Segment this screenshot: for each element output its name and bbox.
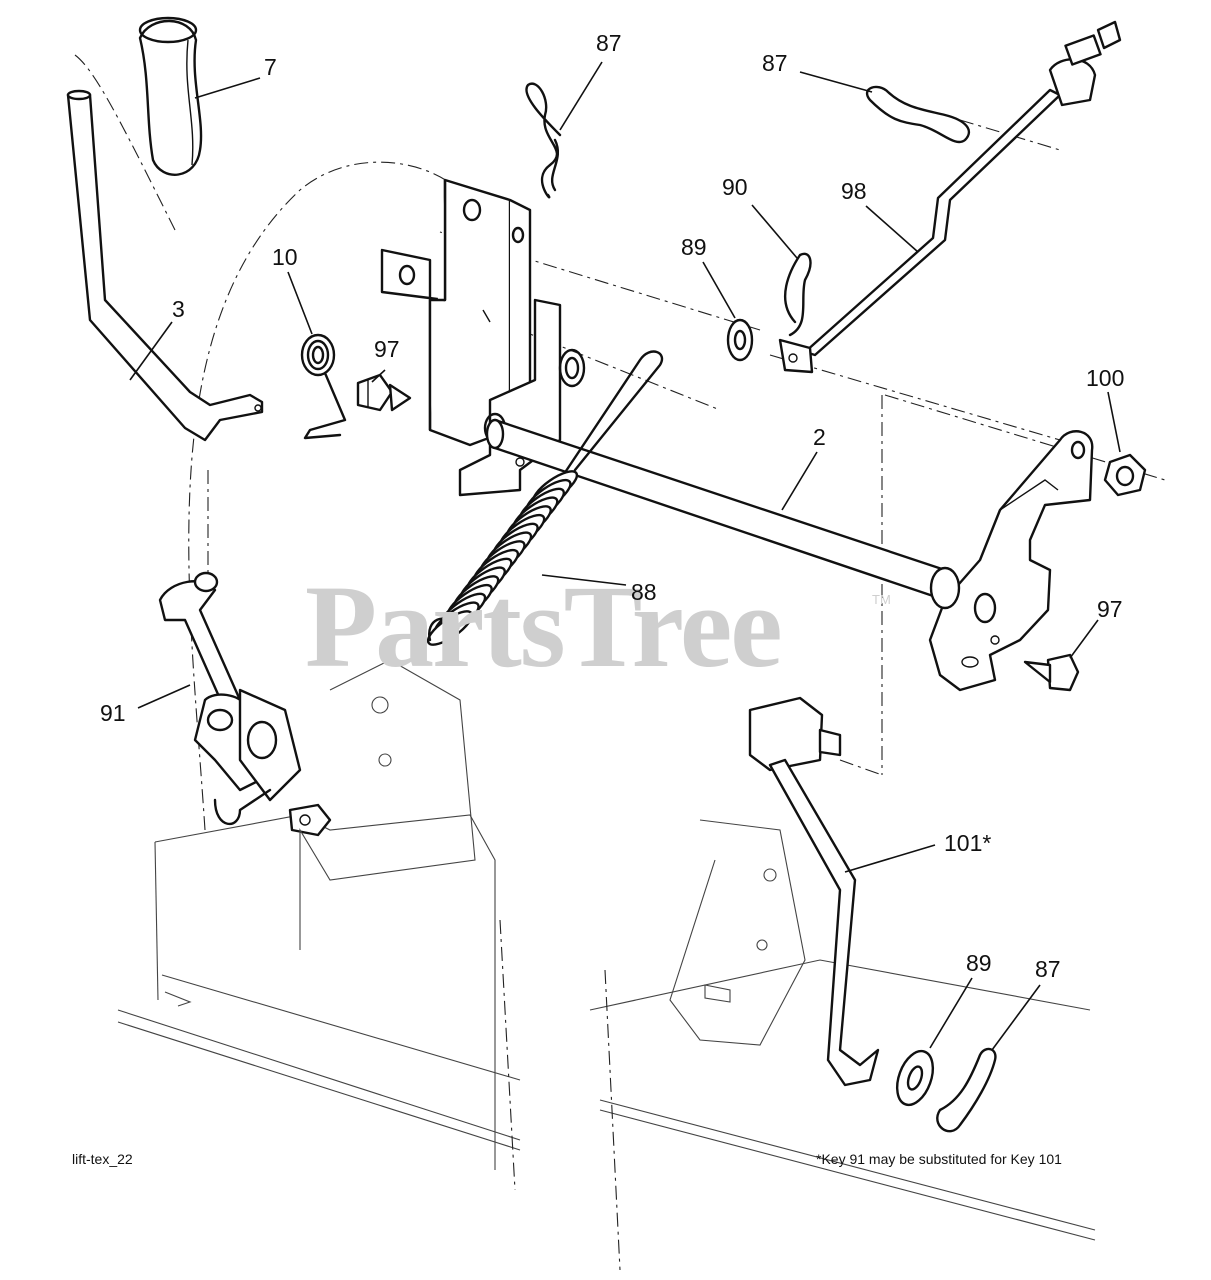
hairpin-clip — [784, 252, 812, 337]
alternate-lift-link — [669, 696, 880, 1087]
shoulder-bolt-lower — [1023, 653, 1080, 692]
callout-10: 10 — [272, 244, 298, 270]
hairpin-cotter-upper — [525, 82, 562, 199]
callout-101: 101* — [944, 830, 992, 856]
watermark-tm: TM — [872, 592, 891, 607]
callout-89: 89 — [966, 950, 992, 976]
shoulder-bolt-upper — [356, 373, 412, 412]
drawing-code: lift-tex_22 — [72, 1151, 133, 1167]
hairpin-cotter-lower — [936, 1047, 997, 1133]
washer-upper — [726, 318, 754, 362]
footnote: *Key 91 may be substituted for Key 101 — [816, 1151, 1062, 1167]
hairpin-cotter-right — [865, 85, 971, 144]
callout-2: 2 — [813, 424, 826, 450]
torsion-spring — [300, 333, 347, 440]
callout-87: 87 — [762, 50, 788, 76]
callout-88: 88 — [631, 579, 657, 605]
callout-97: 97 — [374, 336, 400, 362]
lift-handle — [66, 89, 264, 442]
callout-98: 98 — [841, 178, 867, 204]
adjustment-rod — [778, 20, 1122, 374]
leader-lines — [129, 61, 1121, 1051]
washer-lower — [895, 1049, 935, 1107]
callout-89: 89 — [681, 234, 707, 260]
callout-87: 87 — [1035, 956, 1061, 982]
callout-7: 7 — [264, 54, 277, 80]
callout-3: 3 — [172, 296, 185, 322]
extension-spring — [426, 350, 664, 646]
left-lift-link — [158, 571, 476, 950]
callout-91: 91 — [100, 700, 126, 726]
callout-100: 100 — [1086, 365, 1125, 391]
deck-outline — [117, 814, 1096, 1271]
lift-bracket — [380, 178, 532, 447]
watermark: PartsTree — [305, 561, 783, 692]
right-lift-arm — [928, 430, 1094, 692]
callout-97: 97 — [1097, 596, 1123, 622]
callout-87: 87 — [596, 30, 622, 56]
hex-nut — [1103, 453, 1147, 497]
callout-90: 90 — [722, 174, 748, 200]
hand-grip — [138, 16, 203, 176]
